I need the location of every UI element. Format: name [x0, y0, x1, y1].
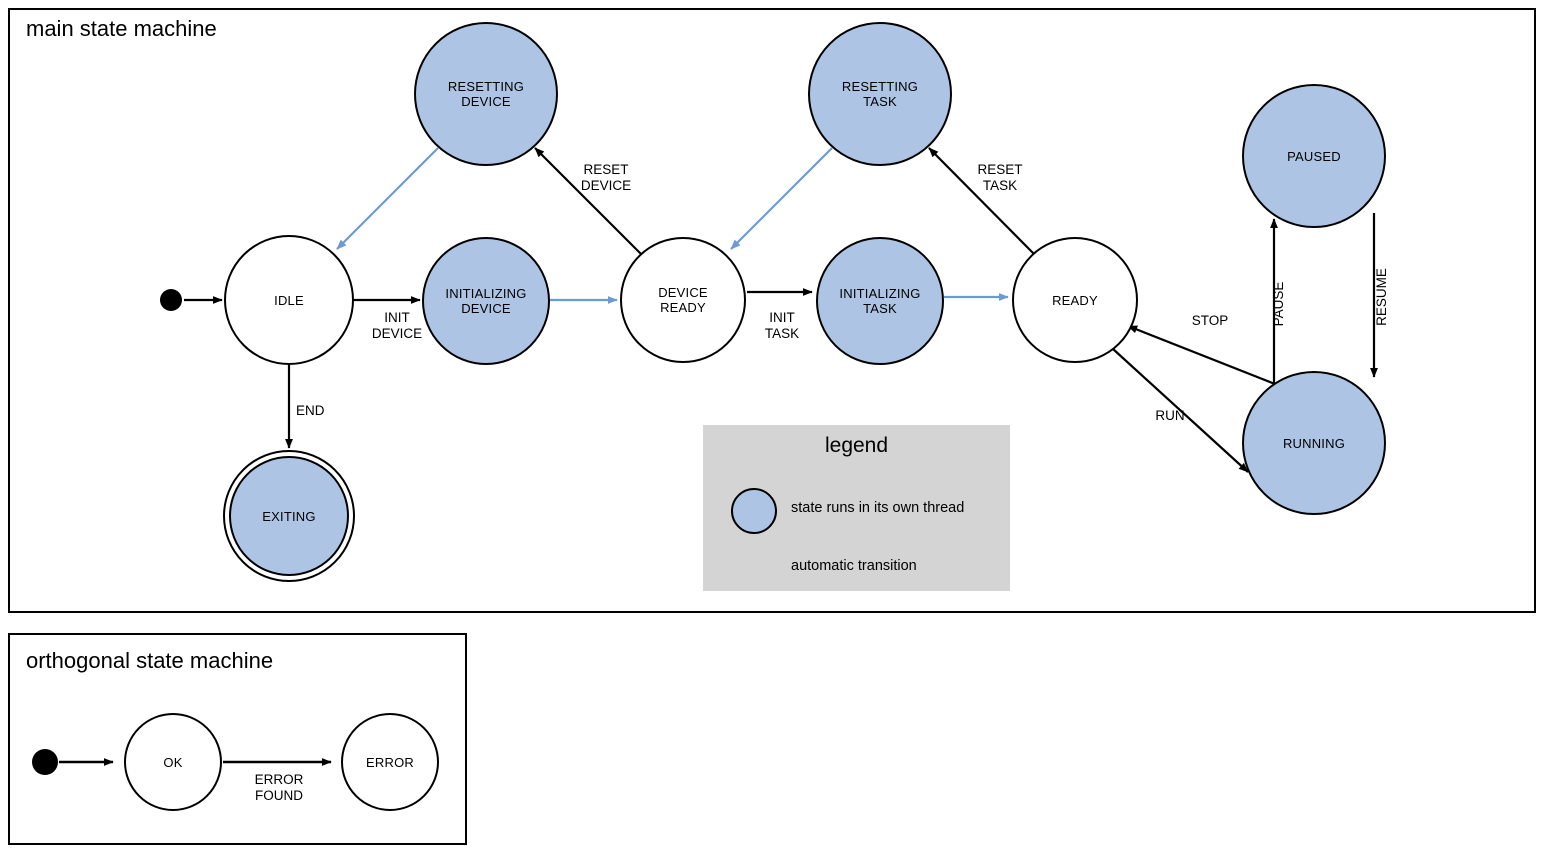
edge-label-stop: STOP: [1191, 313, 1229, 328]
edge-label-resume: RESUME: [1374, 268, 1389, 326]
state-label-paused: PAUSED: [1287, 148, 1341, 164]
state-label-running: RUNNING: [1282, 435, 1346, 451]
edge-label-run: RUN: [1155, 408, 1185, 423]
state-node-paused[interactable]: PAUSED: [1242, 84, 1386, 228]
initial-state-dot-orthogonal: [32, 749, 58, 775]
legend-thread-label: state runs in its own thread: [791, 500, 965, 516]
state-node-ready[interactable]: READY: [1012, 237, 1138, 363]
main-panel-title: main state machine: [26, 16, 217, 41]
state-node-device-ready[interactable]: DEVICE READY: [620, 237, 746, 363]
edge-ready-to-running: [1112, 348, 1249, 473]
state-label-ready: READY: [1052, 292, 1098, 308]
initial-state-dot-main: [160, 289, 182, 311]
state-label-resetting-device: RESETTING DEVICE: [447, 79, 525, 109]
state-node-ok[interactable]: OK: [124, 713, 222, 811]
state-label-initializing-device: INITIALIZING DEVICE: [445, 286, 527, 316]
edge-resetting-task-to-device-ready: [730, 147, 833, 250]
state-node-initializing-task[interactable]: INITIALIZING TASK: [816, 237, 944, 365]
state-label-exiting: EXITING: [262, 508, 316, 524]
state-node-resetting-task[interactable]: RESETTING TASK: [808, 22, 952, 166]
edge-ready-to-resetting-task: [928, 147, 1035, 255]
state-label-idle: IDLE: [274, 292, 304, 308]
legend-title: legend: [824, 434, 889, 457]
edge-resetting-device-to-idle: [336, 147, 439, 250]
edge-device-ready-to-resetting-device: [534, 147, 642, 255]
state-label-resetting-task: RESETTING TASK: [841, 79, 919, 109]
edge-label-error-found: ERROR FOUND: [254, 772, 304, 803]
edge-running-to-ready: [1127, 324, 1276, 386]
orthogonal-state-machine-panel: [8, 633, 467, 845]
main-state-machine-panel: [8, 8, 1536, 613]
state-node-resetting-device[interactable]: RESETTING DEVICE: [414, 22, 558, 166]
legend-thread-swatch-icon: [731, 488, 777, 534]
state-label-device-ready: DEVICE READY: [658, 285, 708, 315]
edge-label-pause: PAUSE: [1271, 281, 1286, 327]
state-node-idle[interactable]: IDLE: [224, 235, 354, 365]
state-label-ok: OK: [163, 754, 183, 770]
edge-label-reset-task: RESET TASK: [977, 162, 1023, 193]
edge-label-init-device: INIT DEVICE: [371, 310, 423, 341]
edge-label-reset-device: RESET DEVICE: [580, 162, 632, 193]
state-label-initializing-task: INITIALIZING TASK: [839, 286, 921, 316]
state-node-exiting[interactable]: EXITING: [229, 456, 349, 576]
state-label-error: ERROR: [366, 754, 414, 770]
state-node-initializing-device[interactable]: INITIALIZING DEVICE: [422, 237, 550, 365]
legend-auto-transition-label: automatic transition: [791, 558, 917, 574]
state-node-running[interactable]: RUNNING: [1242, 371, 1386, 515]
orthogonal-panel-title: orthogonal state machine: [26, 648, 274, 673]
state-node-error[interactable]: ERROR: [341, 713, 439, 811]
edge-label-init-task: INIT TASK: [764, 310, 800, 341]
edge-label-end: END: [296, 403, 325, 418]
